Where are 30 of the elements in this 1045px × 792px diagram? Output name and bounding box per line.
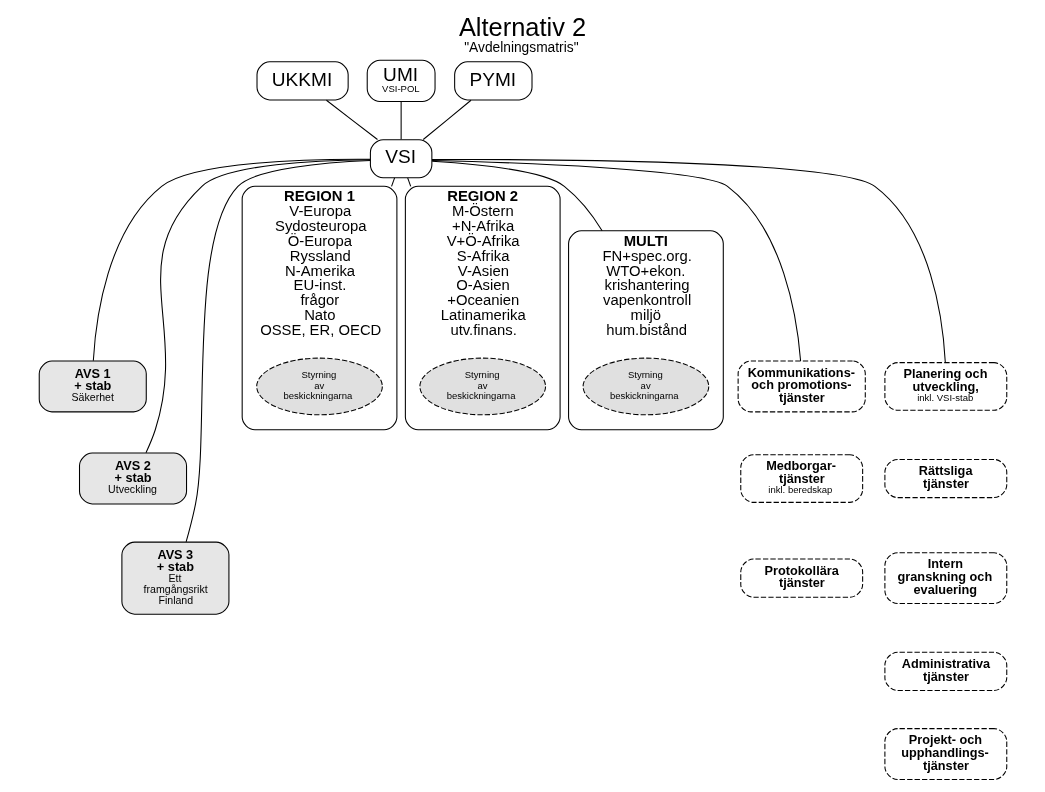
connector <box>144 159 371 454</box>
connector <box>185 160 371 543</box>
caption: "Avdelningsmatris" <box>463 40 579 56</box>
connector <box>390 177 395 187</box>
connector <box>422 99 472 141</box>
node-box: AVS 3 + stab Ett framgångsrikt Finland <box>120 541 229 615</box>
node-box: Administrativa tjänster <box>883 651 1007 691</box>
node-box: UKKMI <box>256 61 349 101</box>
node-box: Intern granskning och evaluering <box>883 552 1007 605</box>
connector <box>325 99 378 141</box>
node-box: Projekt- och upphandlings- tjänster <box>883 728 1007 780</box>
node-box: Kommunikations- och promotions- tjänster <box>737 360 866 413</box>
node-ellipse: Styrning av beskickningarna <box>418 357 546 416</box>
node-box: PYMI <box>453 61 533 101</box>
node-box: UMI VSI-POL <box>366 59 436 103</box>
node-ellipse: Styrning av beskickningarna <box>255 357 383 416</box>
node-ellipse: Styrning av beskickningarna <box>582 357 709 416</box>
diagram-title: Alternativ 2 <box>458 13 586 42</box>
node-box: Planering och utveckling, inkl. VSI-stab <box>883 362 1007 411</box>
connector <box>406 177 411 187</box>
node-box: Protokollära tjänster <box>739 558 863 598</box>
node-box: Rättsliga tjänster <box>883 458 1007 499</box>
connector <box>400 101 402 140</box>
node-box: VSI <box>369 139 432 179</box>
connector <box>431 160 603 232</box>
node-box: Medborgar- tjänster inkl. beredskap <box>739 454 863 503</box>
node-box: AVS 1 + stab Säkerhet <box>38 360 147 413</box>
connector <box>430 159 946 364</box>
connector <box>431 159 801 362</box>
node-box: AVS 2 + stab Utveckling <box>78 452 187 505</box>
